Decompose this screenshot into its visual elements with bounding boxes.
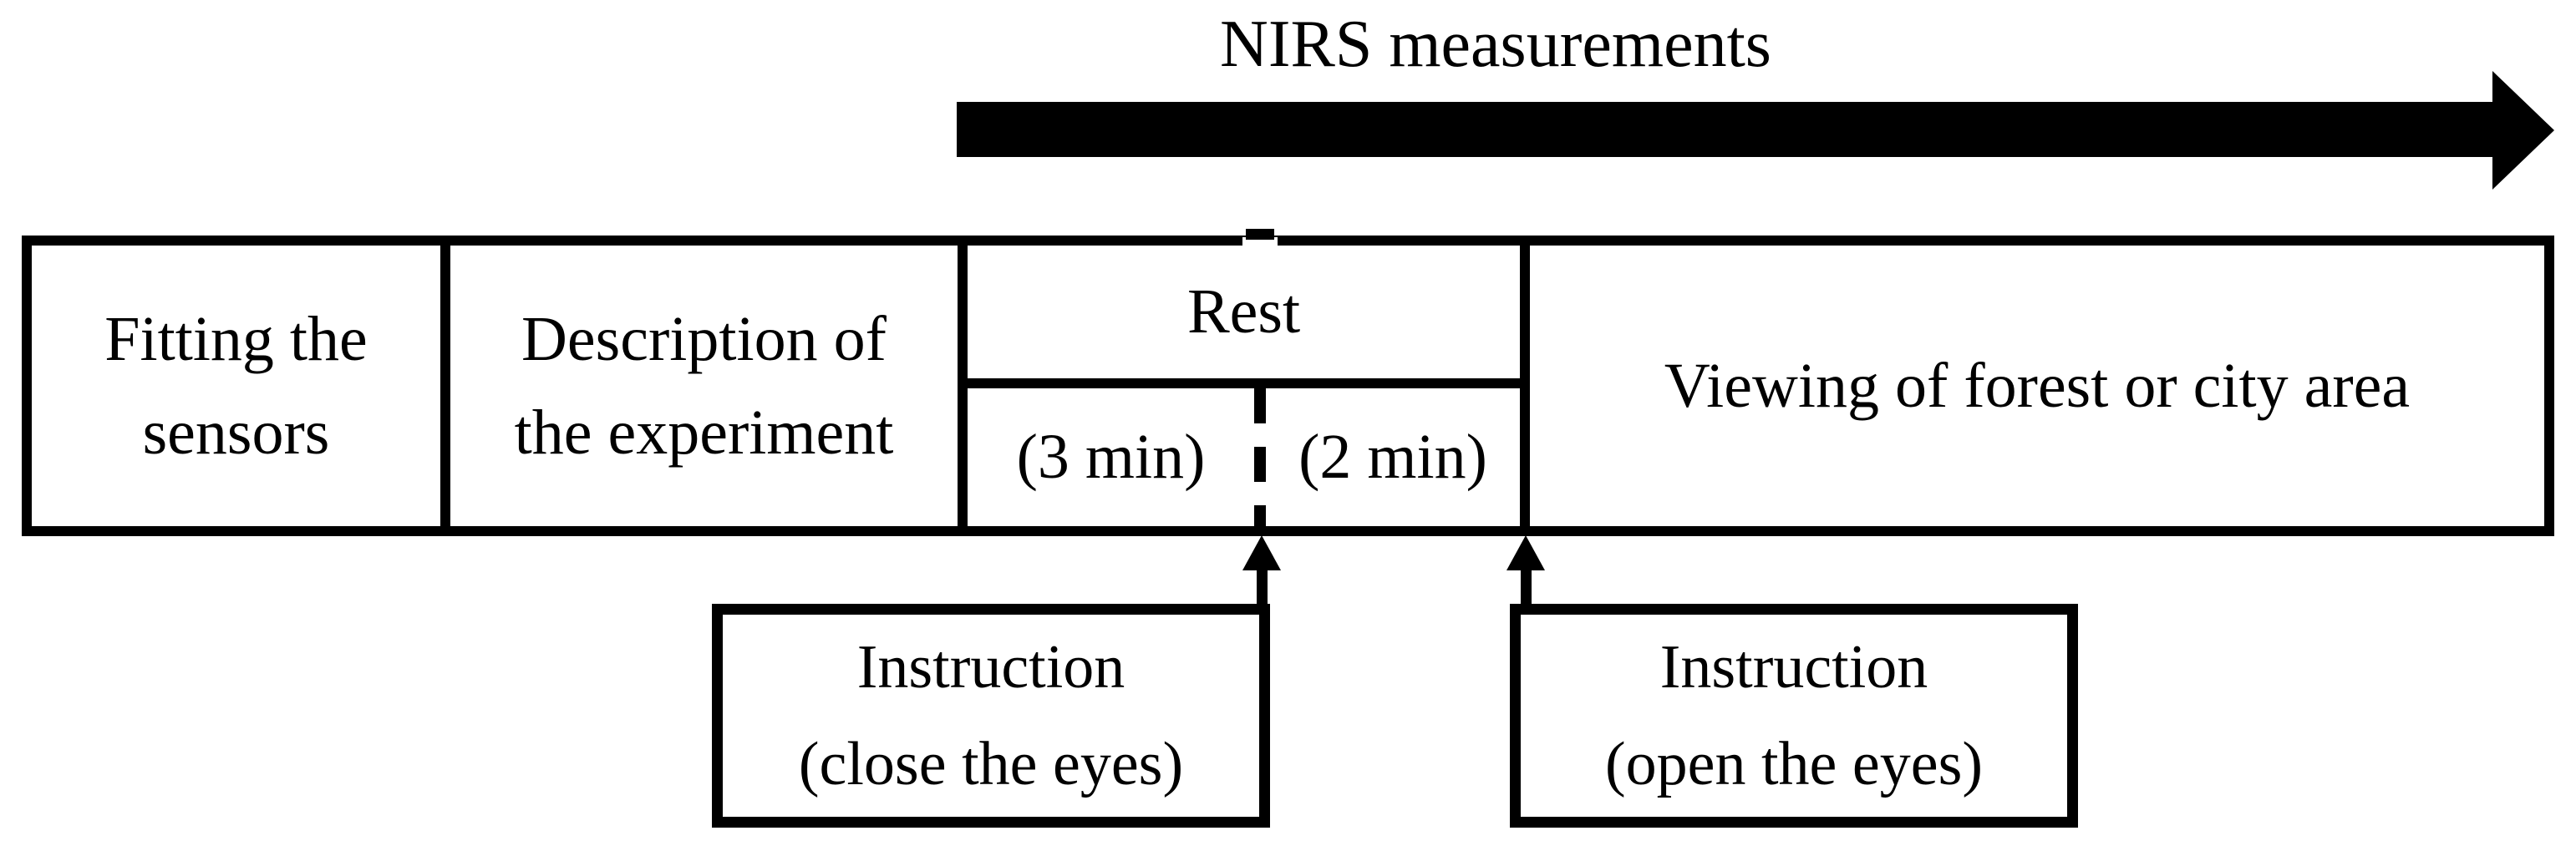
rest-horizontal-divider [968,378,1520,388]
instruction-box-open-eyes: Instruction (open the eyes) [1510,604,2078,828]
description-line2: the experiment [514,398,894,468]
instruction-open-line2: (open the eyes) [1604,730,1984,798]
top-border-dash [1246,229,1274,240]
timeline-box: Fitting the sensors Description of the e… [22,236,2554,536]
description-line1: Description of [521,304,887,374]
instruction-box-close-eyes: Instruction (close the eyes) [712,604,1270,828]
nirs-arrow-shaft [957,102,2492,157]
rest-duration-row: (3 min) (2 min) [968,388,1520,526]
cell-viewing-area: Viewing of forest or city area [1530,246,2544,526]
instruction-close-line2: (close the eyes) [798,730,1184,798]
cell-rest-group: Rest (3 min) (2 min) [968,246,1520,526]
divider-rest-viewing [1520,246,1530,526]
nirs-arrow-head-icon [2492,71,2554,190]
divider-fitting-description [440,246,450,526]
viewing-label: Viewing of forest or city area [1664,351,2411,421]
fitting-sensors-line1: Fitting the [104,304,368,374]
cell-description-experiment: Description of the experiment [450,246,958,526]
close-eyes-arrow-stem [1257,565,1268,605]
close-eyes-arrow-head-icon [1242,535,1281,570]
rest-label: Rest [1186,276,1301,347]
open-eyes-arrow-head-icon [1506,535,1545,570]
instruction-close-line1: Instruction [856,633,1125,702]
nirs-measurements-label: NIRS measurements [1220,8,1771,81]
top-border-gap [1242,237,1278,246]
rest-dashed-divider [1254,388,1266,526]
rest-duration-2min: (2 min) [1298,422,1487,492]
cell-fitting-sensors: Fitting the sensors [32,246,440,526]
divider-description-rest [958,246,968,526]
rest-duration-3min: (3 min) [1016,422,1206,492]
open-eyes-arrow-stem [1521,565,1532,605]
fitting-sensors-line2: sensors [142,398,330,468]
instruction-open-line1: Instruction [1659,633,1928,702]
